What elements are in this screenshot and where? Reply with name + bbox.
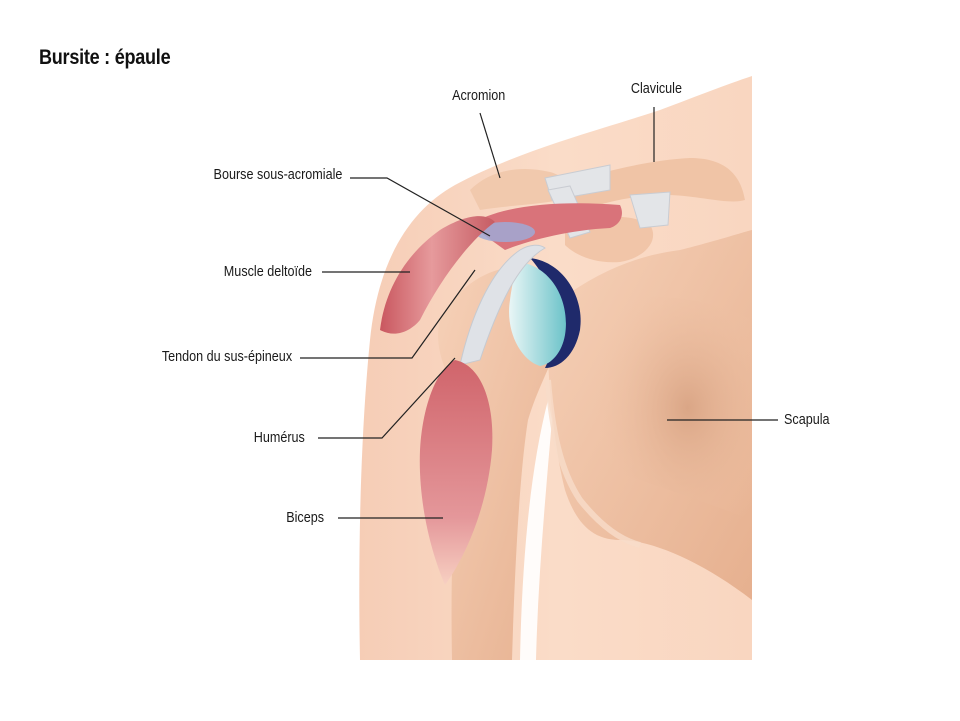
- label-biceps: Biceps: [286, 509, 324, 526]
- supraspinatus-tendon: [459, 244, 546, 366]
- humerus-bone: [438, 266, 562, 660]
- leader-acromion: [479, 112, 501, 179]
- label-humerus: Humérus: [253, 429, 305, 446]
- label-deltoide: Muscle deltoïde: [223, 263, 312, 280]
- clavicle-bone: [560, 158, 745, 210]
- label-bourse: Bourse sous-acromiale: [213, 166, 342, 183]
- label-tendon: Tendon du sus-épineux: [161, 348, 292, 365]
- subacromial-bursa: [475, 222, 535, 242]
- scapula-shadow: [591, 296, 752, 520]
- arm-gap: [520, 400, 552, 660]
- leader-tendon: [300, 269, 476, 359]
- page-title: Bursite : épaule: [39, 46, 171, 69]
- coracoclavicular-ligament: [629, 191, 671, 229]
- scapula-ridge: [545, 379, 641, 548]
- leader-lines: [300, 107, 778, 519]
- label-clavicule: Clavicule: [630, 80, 682, 97]
- biceps-muscle: [419, 360, 493, 585]
- label-scapula: Scapula: [784, 411, 830, 428]
- leader-bourse: [350, 177, 491, 237]
- deltoid-muscle: [380, 216, 495, 334]
- label-acromion: Acromion: [452, 87, 506, 104]
- leader-humerus: [318, 357, 456, 439]
- glenoid-cartilage: [509, 262, 566, 366]
